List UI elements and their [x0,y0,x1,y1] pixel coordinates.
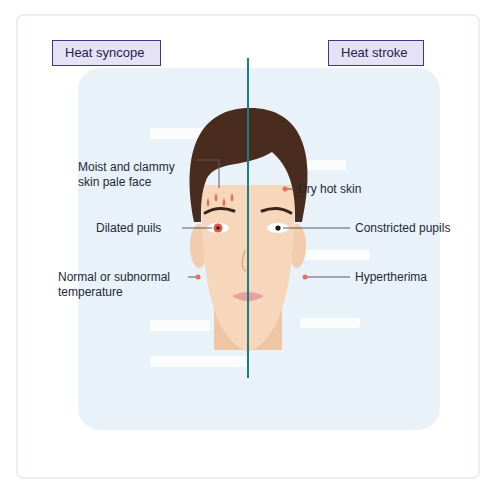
symptom-label: Dry hot skin [298,182,408,197]
background-block [150,320,210,331]
inner-panel [78,68,440,430]
background-blocks [150,128,370,367]
nose [242,250,246,271]
header-box: Heat syncope [52,40,161,66]
symptom-label: Hypertherima [355,270,465,285]
symptom-label: Normal or subnormal temperature [58,270,186,300]
left-eyebrow [205,208,234,213]
sweat-drop [215,193,218,202]
header-box: Heat stroke [328,40,424,66]
leader-dots [196,187,308,280]
leader-line [283,228,350,229]
symptom-label: Dilated puils [96,221,180,236]
sweat-drops [207,193,234,207]
header-text: Heat syncope [65,45,148,61]
sweat-drop [231,193,234,202]
leader-dot [303,275,308,280]
outer-frame [17,15,479,478]
constricted-pupil [275,225,280,230]
leader-line [197,160,219,188]
right-eyebrow [262,208,291,213]
leader-line [182,228,212,229]
leader-lines [182,160,350,277]
leader-dot [283,187,288,192]
pupil-center [216,226,220,230]
background-block [300,318,360,328]
leader-line [188,277,196,278]
symptom-label: Moist and clammy skin pale face [78,160,194,190]
leader-line [306,277,350,278]
sweat-drop [223,198,226,207]
header-text: Heat stroke [341,45,411,61]
divider-line [247,58,249,378]
sweat-drop [207,198,210,207]
background-block [150,356,250,367]
leader-dot [196,275,201,280]
symptom-label: Constricted pupils [355,221,479,236]
dilated-pupil [214,224,223,233]
